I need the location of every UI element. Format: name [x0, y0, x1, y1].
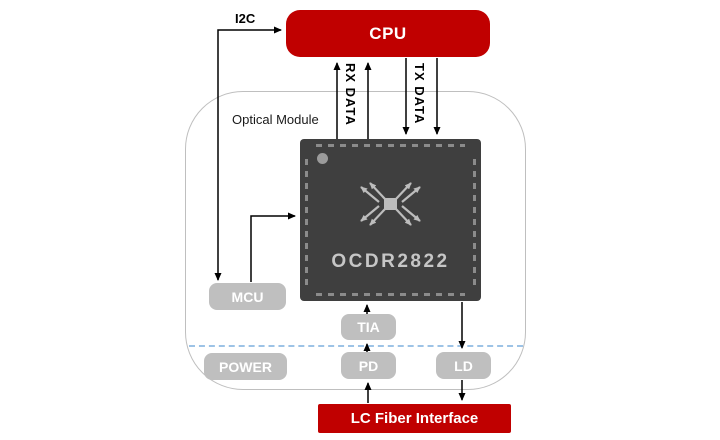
i2c-bus-label: I2C — [235, 11, 256, 26]
rx-data-bus-label: RX DATA — [343, 63, 358, 126]
ld-block: LD — [436, 352, 491, 379]
pd-block: PD — [341, 352, 396, 379]
chip-pins-bottom — [316, 293, 465, 296]
tx-data-bus-label: TX DATA — [412, 63, 427, 125]
lc-fiber-interface-block: LC Fiber Interface — [318, 404, 511, 433]
chip-pins-top — [316, 144, 465, 147]
optical-module-label: Optical Module — [232, 112, 319, 127]
ocdr2822-chip: OCDR2822 — [300, 139, 481, 301]
chip-pins-left — [305, 155, 308, 285]
cpu-block: CPU — [286, 10, 490, 57]
chip-vendor-logo-icon — [360, 182, 421, 226]
mcu-block: MCU — [209, 283, 286, 310]
optical-electrical-divider-line — [189, 345, 523, 347]
chip-pin1-dot — [317, 153, 328, 164]
chip-pins-right — [473, 155, 476, 285]
chip-part-number: OCDR2822 — [331, 251, 450, 272]
power-block: POWER — [204, 353, 287, 380]
tia-block: TIA — [341, 314, 396, 340]
